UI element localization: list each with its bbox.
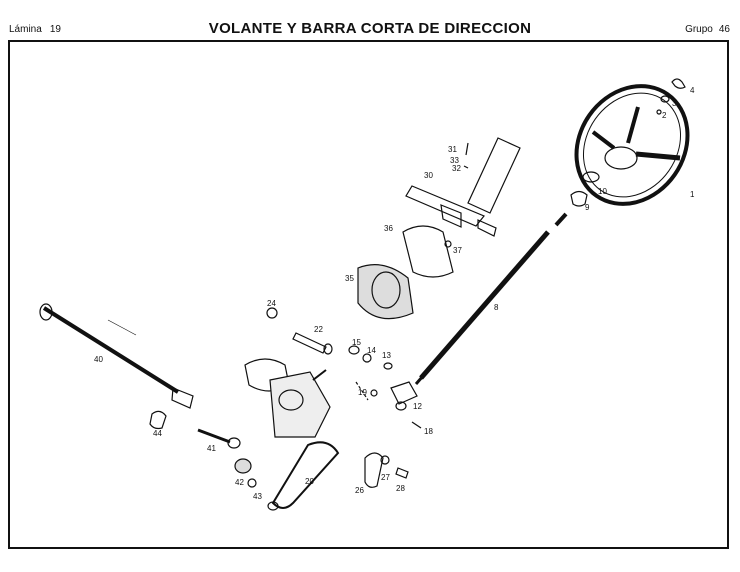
steering-wheel-illustration — [574, 84, 690, 206]
callout-2: 2 — [662, 111, 667, 120]
callout-15: 15 — [352, 338, 361, 347]
callout-3: 3 — [672, 99, 677, 108]
steering-column-shaft-illustration — [414, 212, 568, 385]
hub-small-parts — [570, 78, 686, 207]
steering-box-illustration — [244, 358, 331, 438]
callout-1: 1 — [690, 190, 695, 199]
callout-33: 33 — [450, 156, 459, 165]
exploded-parts-diagram: 1 2 3 4 8 9 10 12 13 14 15 18 19 20 22 2… — [39, 78, 695, 511]
rod-end-illustration — [149, 410, 257, 488]
group-number: 46 — [718, 24, 730, 35]
page-title: VOLANTE Y BARRA CORTA DE DIRECCION — [208, 20, 532, 37]
bolt-22-illustration — [292, 332, 333, 355]
callout-41: 41 — [207, 444, 216, 453]
callout-28: 28 — [396, 484, 405, 493]
universal-joint-illustration — [355, 362, 422, 429]
column-bracket-illustration — [405, 137, 521, 237]
callout-40: 40 — [94, 355, 103, 364]
callout-22: 22 — [314, 325, 323, 334]
nuts-washers-illustration — [266, 307, 372, 363]
callout-19: 19 — [358, 388, 367, 397]
sheet-label: Lámina — [9, 24, 42, 35]
callout-35: 35 — [345, 274, 354, 283]
callout-31: 31 — [448, 145, 457, 154]
pitman-arm-illustration — [267, 441, 340, 511]
callout-43: 43 — [253, 492, 262, 501]
callout-9: 9 — [585, 203, 590, 212]
callout-32: 32 — [452, 164, 461, 173]
sheet-number: 19 — [49, 24, 61, 35]
clamp-illustration — [364, 452, 409, 488]
callout-14: 14 — [367, 346, 376, 355]
callout-36: 36 — [384, 224, 393, 233]
callout-12: 12 — [413, 402, 422, 411]
callout-26: 26 — [355, 486, 364, 495]
callout-27: 27 — [381, 473, 390, 482]
sheet-reference: Lámina 19 — [9, 24, 69, 35]
callout-18: 18 — [424, 427, 433, 436]
callout-10: 10 — [598, 187, 607, 196]
callout-44: 44 — [153, 429, 162, 438]
callout-13: 13 — [382, 351, 391, 360]
column-cover-illustration — [402, 225, 454, 278]
group-label: Grupo — [685, 24, 713, 35]
group-reference: Grupo 46 — [679, 24, 730, 35]
callout-30: 30 — [424, 171, 433, 180]
lower-cover-illustration — [357, 264, 414, 320]
callout-24: 24 — [267, 299, 276, 308]
page-header: Lámina 19 VOLANTE Y BARRA CORTA DE DIRECC… — [0, 0, 740, 40]
callout-8: 8 — [494, 303, 499, 312]
drawing-frame — [8, 40, 729, 549]
callout-4: 4 — [690, 86, 695, 95]
callout-42: 42 — [235, 478, 244, 487]
tie-rod-illustration — [39, 303, 194, 409]
callout-20: 20 — [305, 477, 314, 486]
callout-37: 37 — [453, 246, 462, 255]
